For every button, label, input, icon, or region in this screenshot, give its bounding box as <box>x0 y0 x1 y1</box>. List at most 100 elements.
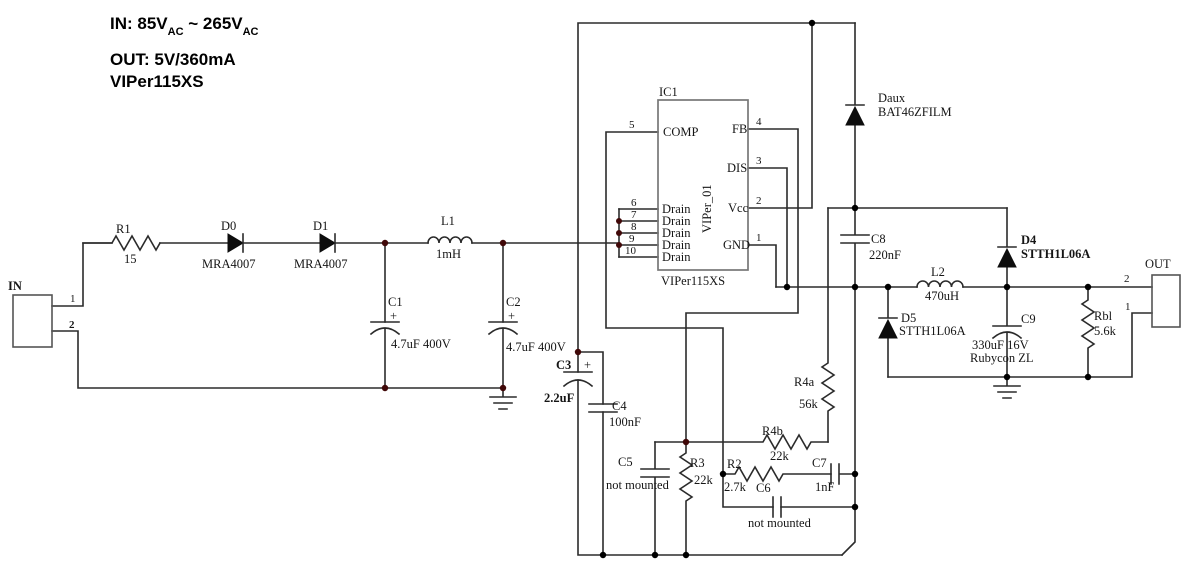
d4-ref: D4 <box>1021 233 1037 247</box>
r1-ref: R1 <box>116 222 131 236</box>
c4-plates <box>588 403 618 413</box>
connector-out: OUT 2 1 <box>1124 257 1181 328</box>
title-input-spec: IN: 85VAC ~ 265VAC <box>110 14 259 39</box>
title-output-spec: OUT: 5V/360mA <box>110 50 236 70</box>
wires <box>51 22 1153 557</box>
wire-comp-net <box>605 131 774 508</box>
resistor-r4a: R4a 56k <box>794 207 836 443</box>
c5-symbol <box>640 441 670 556</box>
resistor-r4b: R4b 22k <box>654 424 829 463</box>
d4-triangle <box>997 247 1017 268</box>
capacitor-c8: C8 220nF <box>840 207 901 288</box>
wire-fb-net <box>685 128 799 443</box>
c2-polarity: + <box>508 309 515 323</box>
connector-in: IN 1 2 <box>8 279 76 348</box>
d5-wires <box>878 286 898 378</box>
r1-symbol <box>82 234 162 252</box>
ground-symbol <box>489 387 517 410</box>
pin-number-9: 9 <box>629 233 635 245</box>
in-pin2-number: 2 <box>69 319 75 331</box>
rbl-value: 5.6k <box>1094 324 1117 338</box>
diode-d0: D0 MRA4007 <box>202 219 255 271</box>
r4a-symbol <box>820 207 836 443</box>
resistor-r2: R2 2.7k <box>722 457 832 494</box>
r4a-ref: R4a <box>794 375 815 389</box>
pin-number-8: 8 <box>631 221 637 233</box>
ground-symbol <box>993 376 1021 399</box>
title-in-sub-a: AC <box>167 26 184 39</box>
inductor-l1: L1 1mH <box>427 214 473 261</box>
pin-number-3: 3 <box>756 155 762 167</box>
capacitor-c1: C1 + 4.7uF 400V <box>369 242 451 389</box>
pin-number-10: 10 <box>625 245 637 257</box>
c1-ref: C1 <box>388 295 403 309</box>
capacitor-c7: C7 1nF <box>812 456 856 494</box>
ic1-pin-drain-8: Drain <box>662 226 691 240</box>
r2-ref: R2 <box>727 457 742 471</box>
title-in-sub-b: AC <box>242 26 259 39</box>
c1-value: 4.7uF 400V <box>391 337 451 351</box>
ic1-pin-gnd: GND <box>723 238 750 252</box>
ic1-pin-comp: COMP <box>663 125 698 139</box>
c5-note: not mounted <box>606 478 670 492</box>
rbl-symbol <box>1080 286 1096 378</box>
inductor-l2: L2 470uH <box>916 265 964 303</box>
l2-ref: L2 <box>931 265 945 279</box>
pin-number-5: 5 <box>629 119 635 131</box>
daux-ref: Daux <box>878 91 906 105</box>
c9-brand: Rubycon ZL <box>970 351 1034 365</box>
r2-value: 2.7k <box>724 480 747 494</box>
daux-part: BAT46ZFILM <box>878 105 952 119</box>
c4-ref: C4 <box>612 399 627 413</box>
drain-pin-wires <box>618 208 659 258</box>
r4b-value: 22k <box>770 449 790 463</box>
diode-d4: D4 STTH1L06A <box>997 207 1090 288</box>
daux-wires <box>845 22 865 209</box>
pin-number-2: 2 <box>756 195 762 207</box>
capacitor-c2: C2 + 4.7uF 400V <box>487 242 566 389</box>
c7-ref: C7 <box>812 456 827 470</box>
diode-daux: Daux BAT46ZFILM <box>845 22 952 209</box>
l2-value: 470uH <box>925 289 959 303</box>
c6-ref: C6 <box>756 481 771 495</box>
wire-c3-c4-branch <box>577 351 604 405</box>
c2-plate-bottom <box>487 327 519 336</box>
capacitor-c9: C9 330uF 16V Rubycon ZL <box>970 286 1036 378</box>
c1-polarity: + <box>390 309 397 323</box>
c3-value: 2.2uF <box>544 391 575 405</box>
pin-number-1: 1 <box>756 232 762 244</box>
d5-ref: D5 <box>901 311 916 325</box>
resistor-r1: R1 15 <box>82 222 162 266</box>
r4b-ref: R4b <box>762 424 783 438</box>
junction-dots <box>381 19 1092 559</box>
r3-ref: R3 <box>690 456 705 470</box>
c8-symbol <box>840 207 870 288</box>
rbl-ref: Rbl <box>1094 309 1113 323</box>
out-connector-label: OUT <box>1145 257 1171 271</box>
ic1: IC1 VIPer115XS VIPer_01 COMP FB DIS Vcc … <box>625 85 762 288</box>
in-connector-box <box>12 294 53 348</box>
wire-in-pin1 <box>51 242 113 307</box>
out-pin2-number: 2 <box>1124 273 1130 285</box>
capacitor-c6: C6 not mounted <box>748 481 812 530</box>
wire-in-pin2-bottom-rail <box>51 330 504 389</box>
in-connector-label: IN <box>8 279 22 293</box>
l1-symbol <box>427 236 473 244</box>
c7-symbol <box>830 463 856 485</box>
wire-right-rail-chamfer <box>840 286 856 557</box>
ic1-pin-fb: FB <box>732 122 747 136</box>
d0-part: MRA4007 <box>202 257 255 271</box>
title-in-mid: ~ 265V <box>183 14 243 33</box>
l1-ref: L1 <box>441 214 455 228</box>
pin-number-7: 7 <box>631 209 637 221</box>
ic1-pin-drain-10: Drain <box>662 250 691 264</box>
capacitor-c4: C4 100nF <box>588 399 641 429</box>
ic1-pin-vcc: Vcc <box>728 201 749 215</box>
r3-value: 22k <box>694 473 714 487</box>
ground-input <box>489 387 517 410</box>
l1-value: 1mH <box>436 247 461 261</box>
resistor-r3: R3 22k <box>678 441 714 556</box>
pin-number-4: 4 <box>756 116 762 128</box>
d1-part: MRA4007 <box>294 257 347 271</box>
